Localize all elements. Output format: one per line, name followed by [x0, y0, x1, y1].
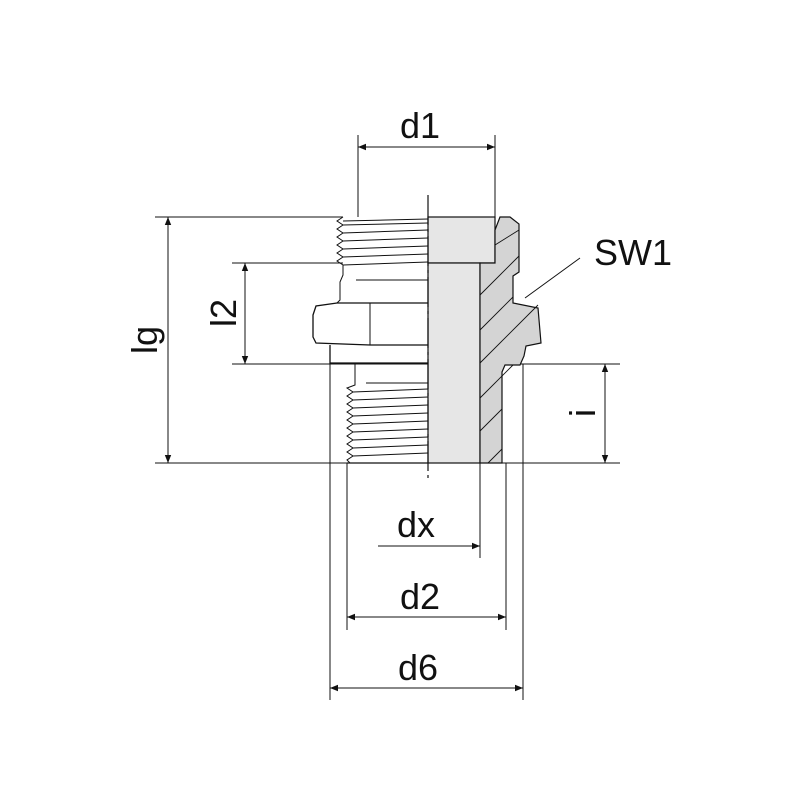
body-section: [479, 216, 542, 464]
label-lg: lg: [124, 326, 165, 354]
label-dx: dx: [397, 504, 435, 545]
label-i: i: [562, 409, 603, 417]
label-sw1: SW1: [594, 232, 672, 273]
external-view: [312, 216, 429, 464]
upper-thread: [336, 216, 429, 304]
bore-section: [427, 216, 496, 464]
label-l2: l2: [203, 299, 244, 327]
label-d1: d1: [400, 105, 440, 146]
label-d6: d6: [398, 647, 438, 688]
lower-thread: [345, 364, 429, 464]
extension-lines: [155, 135, 620, 700]
dimension-lines: [164, 143, 609, 692]
hex-nut: [312, 302, 428, 346]
label-d2: d2: [400, 576, 440, 617]
